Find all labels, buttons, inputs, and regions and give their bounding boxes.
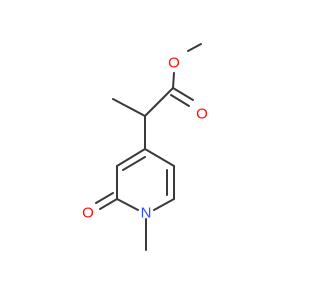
atom-ester-oxygen: O [168, 55, 180, 72]
bond-ring-c3-c4-inner [122, 156, 146, 171]
bond-ring-c6-n1 [153, 198, 175, 211]
bond-carbonyl-double-1 [172, 87, 194, 101]
atom-ring-carbonyl-oxygen: O [82, 205, 94, 222]
bond-ring-carbonyl-2 [95, 192, 114, 204]
atom-ring-nitrogen: N [141, 205, 152, 222]
bond-alpha-methyl [112, 98, 146, 117]
molecule-diagram: O O O N [82, 43, 208, 251]
bond-carbonyl-double-2 [170, 94, 190, 107]
bond-ester-o-carbonyl-c [172, 72, 175, 89]
bond-ring-c3-c4 [116, 148, 146, 167]
bond-ring-carbonyl-1 [99, 198, 118, 210]
bond-methyl-ester-o [187, 43, 202, 52]
atom-ester-carbonyl-oxygen: O [196, 106, 208, 123]
bond-ring-c4-c5 [144, 148, 175, 167]
bond-ring-n1-c2 [116, 198, 139, 211]
bond-carbonyl-alpha [144, 87, 174, 117]
